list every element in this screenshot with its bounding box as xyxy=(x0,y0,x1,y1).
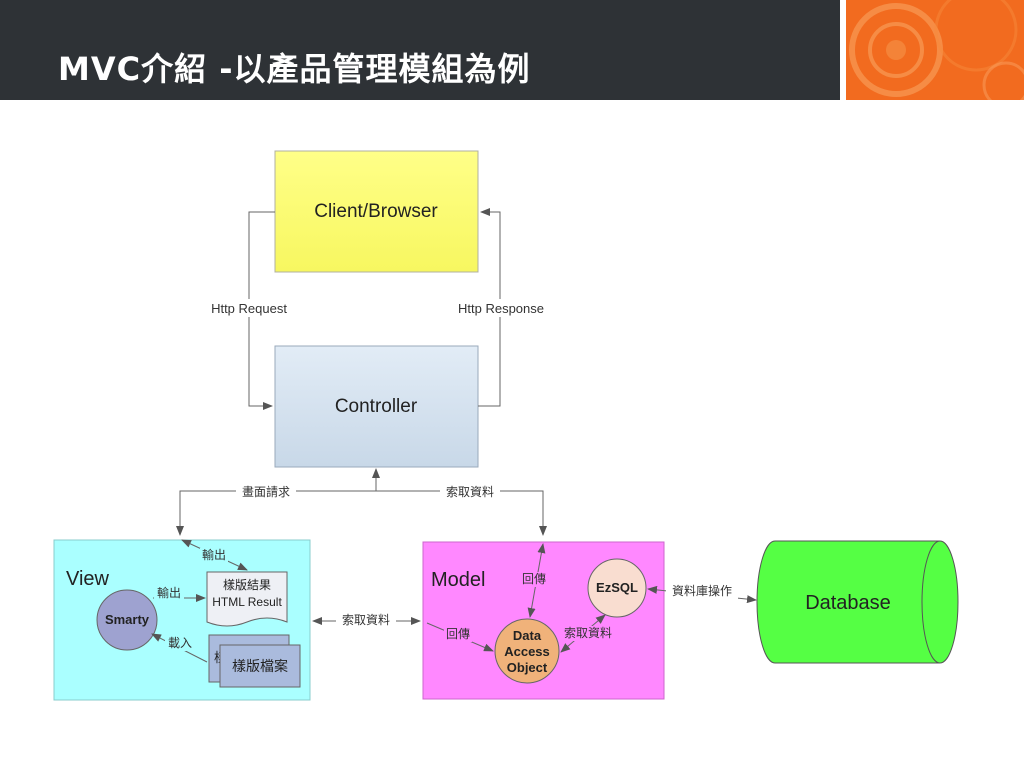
client-browser-box: Client/Browser xyxy=(274,150,479,273)
model-internal-edges: 回傳 回傳 索取資料 xyxy=(426,543,616,653)
svg-text:樣版檔案: 樣版檔案 xyxy=(232,658,288,674)
decorative-circles-icon xyxy=(849,0,1024,100)
ezsql-node: EzSQL xyxy=(587,558,647,618)
slide-title: MVC介紹 -以產品管理模組為例 xyxy=(58,50,531,88)
svg-text:Smarty: Smarty xyxy=(105,612,150,627)
http-response-label: Http Response xyxy=(458,301,544,316)
db-operation-edge: 資料庫操作 xyxy=(647,583,757,604)
model-label: Model xyxy=(431,569,485,591)
decorative-orange-panel xyxy=(846,0,1024,100)
controller-box: Controller xyxy=(274,345,479,468)
svg-text:EzSQL: EzSQL xyxy=(596,580,638,595)
view-label: View xyxy=(66,568,110,590)
output-smarty-label: 輸出 xyxy=(157,585,181,600)
http-request-label: Http Request xyxy=(211,301,287,316)
screen-request-label: 畫面請求 xyxy=(242,484,290,499)
slide-header: MVC介紹 -以產品管理模組為例 xyxy=(0,0,840,100)
database-node: Database xyxy=(756,540,959,664)
fetch-data-mid-label: 索取資料 xyxy=(342,613,390,627)
client-browser-label: Client/Browser xyxy=(314,201,438,222)
output-top-label: 輸出 xyxy=(202,547,226,562)
db-operation-label: 資料庫操作 xyxy=(672,583,732,598)
smarty-node: Smarty xyxy=(96,589,158,651)
svg-text:HTML Result: HTML Result xyxy=(212,595,282,609)
http-response-edge: Http Response xyxy=(450,208,552,407)
template-result-document: 樣版結果 HTML Result xyxy=(206,571,288,627)
view-internal-edges: 輸出 輸出 載入 xyxy=(151,539,248,663)
load-label: 載入 xyxy=(168,636,192,650)
svg-text:Data: Data xyxy=(513,628,542,643)
template-file-stack: 樣 樣版檔案 xyxy=(208,634,301,688)
dao-node: Data Access Object xyxy=(494,618,560,684)
view-model-edge: 索取資料 xyxy=(312,613,421,628)
fetch-data-dao-label: 索取資料 xyxy=(564,626,612,640)
svg-text:Object: Object xyxy=(507,660,548,675)
svg-text:樣版結果: 樣版結果 xyxy=(223,577,271,592)
controller-label: Controller xyxy=(335,396,418,417)
database-label: Database xyxy=(805,592,891,614)
http-request-edge: Http Request xyxy=(205,211,295,410)
fetch-data-top-label: 索取資料 xyxy=(446,485,494,499)
return-left-label: 回傳 xyxy=(446,627,470,641)
controller-branch-edges: 畫面請求 索取資料 xyxy=(176,468,547,536)
return-top-label: 回傳 xyxy=(522,572,546,586)
svg-text:Access: Access xyxy=(504,644,550,659)
